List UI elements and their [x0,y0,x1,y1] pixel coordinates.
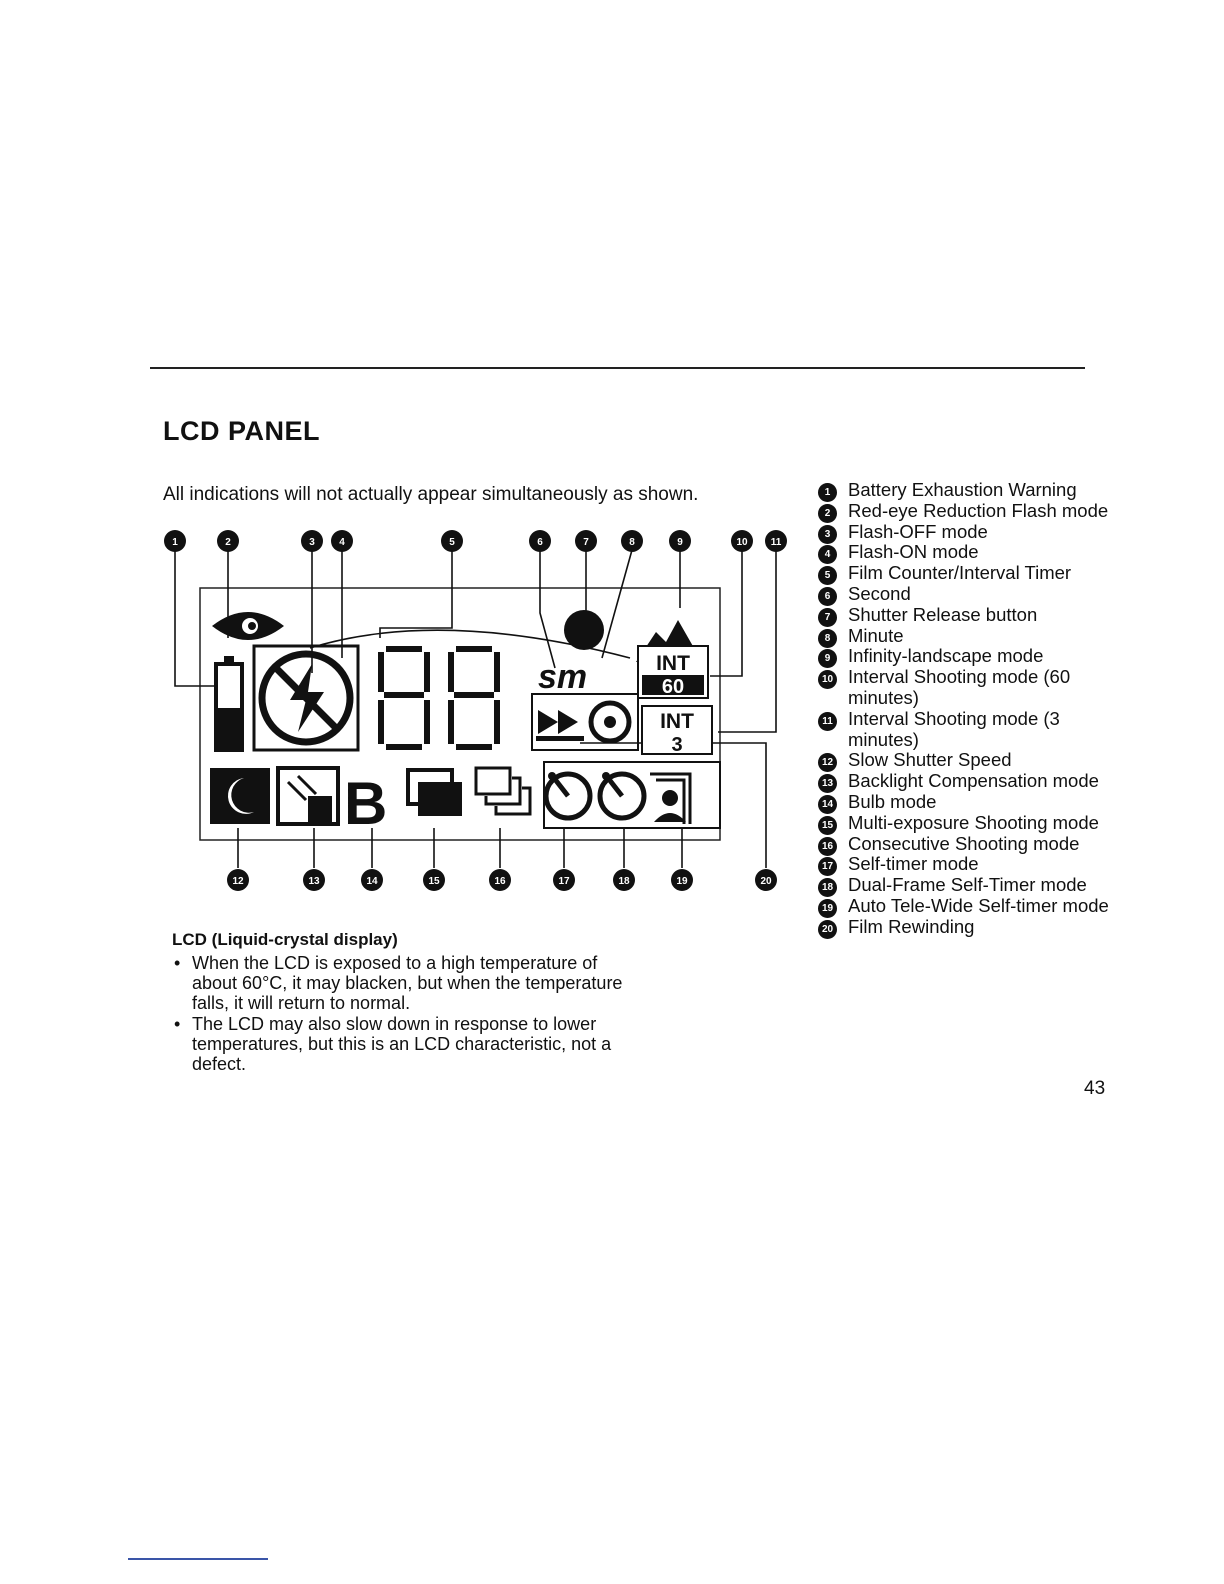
backlight-icon [276,766,340,826]
callouts-top: 1 2 3 4 5 6 7 8 9 10 11 [164,530,787,552]
multi-exposure-icon [406,768,462,816]
interval-60-icon: INT 60 [637,645,709,699]
callout-number: 3 [818,524,837,544]
flash-icon [252,644,360,752]
callout-number: 18 [818,878,837,898]
svg-text:19: 19 [676,876,688,887]
header-rule [150,367,1085,369]
svg-text:3: 3 [671,734,682,756]
svg-text:10: 10 [736,537,748,548]
callout-number: 19 [818,898,837,918]
svg-text:7: 7 [583,537,589,548]
callout-number: 8 [818,628,837,648]
svg-text:3: 3 [309,537,315,548]
svg-text:12: 12 [232,876,244,887]
callout-number: 9 [818,649,837,669]
callout-number: 20 [818,919,837,939]
self-timer-icon [543,771,593,821]
callout-number: 12 [818,753,837,773]
svg-text:6: 6 [537,537,543,548]
callout-number: 5 [818,566,837,586]
callout-number: 16 [818,836,837,856]
callout-number: 1 [818,483,837,502]
page-title: LCD PANEL [163,416,320,446]
svg-text:13: 13 [308,876,320,887]
consecutive-icon [474,766,532,816]
lcd-outline [199,587,721,841]
callout-number: 6 [818,586,837,606]
svg-text:4: 4 [339,537,345,548]
svg-text:8: 8 [629,537,635,548]
svg-text:2: 2 [225,537,231,548]
svg-text:5: 5 [449,537,455,548]
page-number: 43 [1084,1078,1106,1099]
callout-number: 4 [818,545,837,565]
svg-text:9: 9 [677,537,683,548]
callout-number: 2 [818,503,837,523]
callout-number: 15 [818,815,837,835]
lcd-notes-heading: LCD (Liquid-crystal display) [172,930,398,949]
svg-text:1: 1 [172,537,178,548]
list-item: When the LCD is exposed to a high temper… [172,953,632,1013]
svg-text:18: 18 [618,876,630,887]
svg-text:14: 14 [366,876,378,887]
svg-text:16: 16 [494,876,506,887]
svg-text:INT: INT [656,652,690,675]
film-counter-digits [378,646,500,750]
callout-number: 13 [818,774,837,794]
callout-number: 11 [818,711,837,731]
callout-number: 14 [818,794,837,814]
interval-3-icon: INT 3 [641,705,713,756]
svg-text:17: 17 [558,876,570,887]
shutter-release-icon [564,610,604,650]
svg-text:15: 15 [428,876,440,887]
lcd-notes-list: When the LCD is exposed to a high temper… [172,953,632,1075]
battery-icon [214,656,244,752]
eye-icon [212,612,284,640]
svg-text:INT: INT [660,710,694,733]
list-item: The LCD may also slow down in response t… [172,1014,632,1074]
callout-number: 17 [818,857,837,877]
dual-frame-timer-icon [597,771,647,821]
lcd-panel-diagram: sm INT 60 INT 3 B [164,530,787,891]
rewind-icon [531,693,639,751]
callout-number: 10 [818,670,837,690]
second-minute-label: sm [538,658,587,696]
intro-text: All indications will not actually appear… [163,484,699,505]
svg-text:60: 60 [662,676,684,698]
svg-text:11: 11 [771,537,782,548]
moon-icon [210,768,270,824]
svg-text:20: 20 [760,876,772,887]
callouts-bottom: 12 13 14 15 16 17 18 19 20 [227,869,777,891]
footer-rule [128,1558,268,1560]
callout-number: 7 [818,607,837,627]
tele-wide-timer-icon [650,772,692,824]
bulb-mode-label: B [344,770,387,837]
